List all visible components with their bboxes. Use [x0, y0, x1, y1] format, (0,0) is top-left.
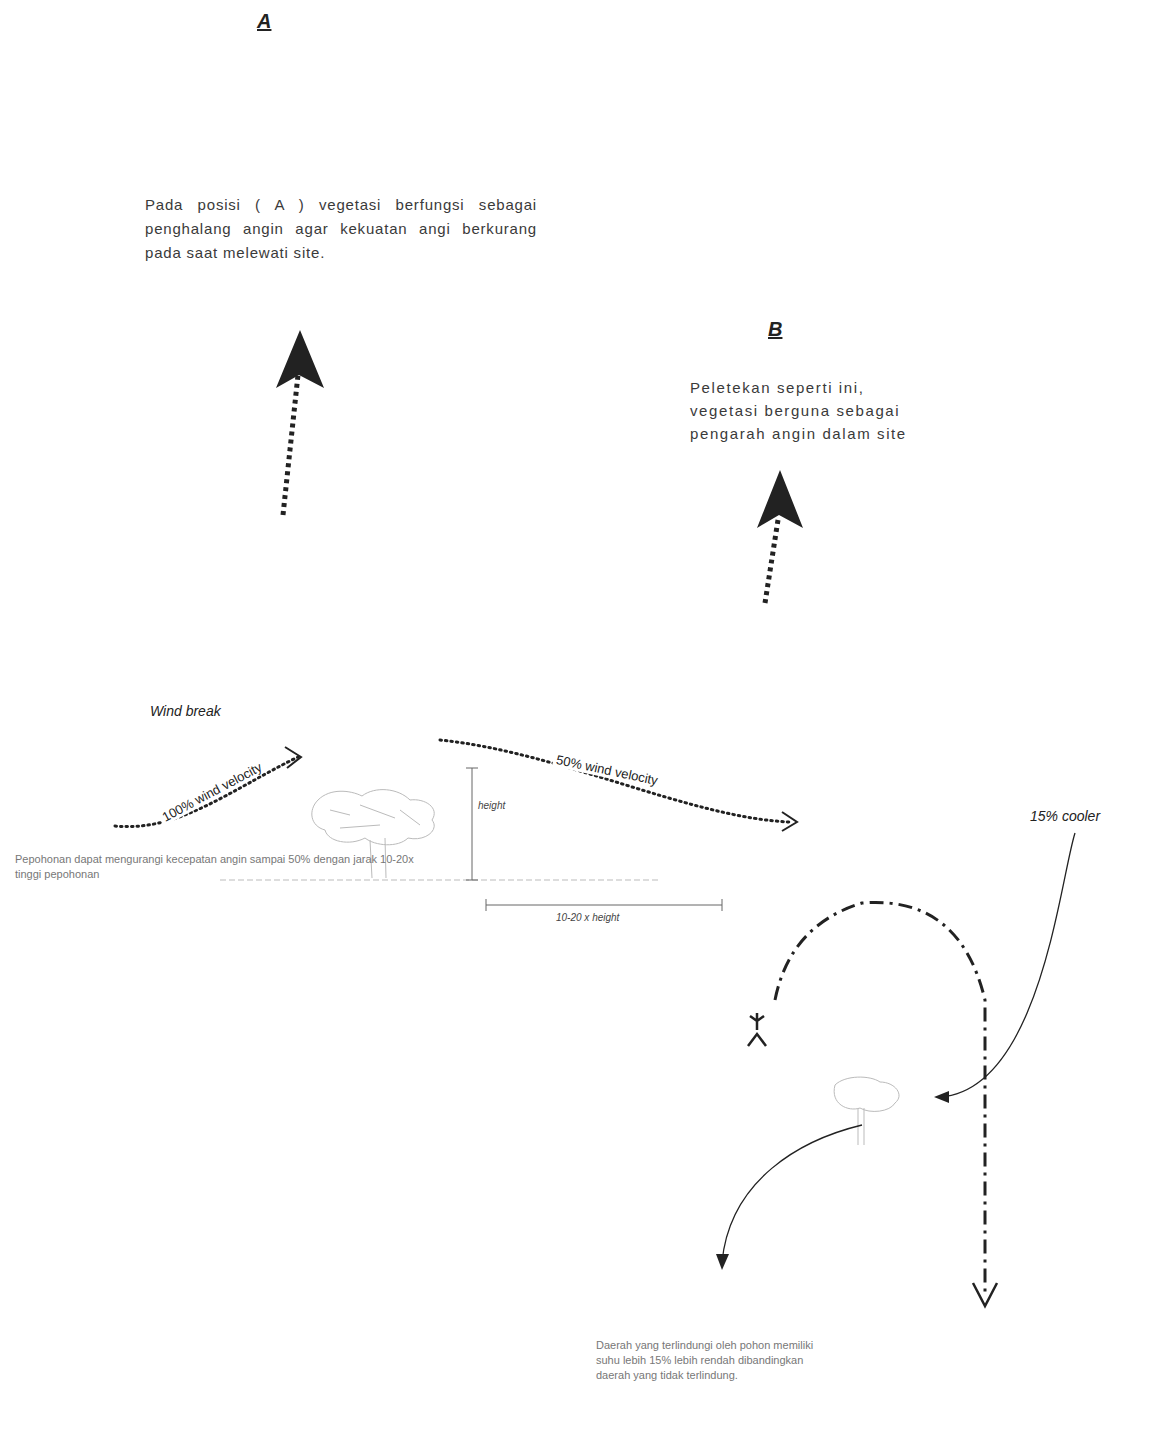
wind-arrow-head — [285, 747, 301, 768]
tree-trunk — [858, 1108, 864, 1145]
wind-curve — [115, 757, 298, 827]
wind-arrow-shaft — [283, 375, 298, 515]
callout-label: 15% cooler — [1030, 808, 1100, 824]
section-letter: A — [257, 10, 271, 33]
diagram-title: Wind break — [150, 703, 221, 719]
note-text: Daerah yang terlindungi oleh pohon memil… — [596, 1338, 818, 1383]
leader-line — [722, 1125, 862, 1262]
caption-text: Pepohonan dapat mengurangi kecepatan ang… — [15, 852, 435, 882]
leader-line — [940, 833, 1075, 1097]
wind-arrow-head — [782, 812, 797, 831]
dimension-label: 10-20 x height — [556, 912, 619, 923]
tree-branches — [330, 805, 420, 828]
note-text: Pada posisi ( A ) vegetasi berfungsi seb… — [145, 193, 537, 265]
tree-sketch — [834, 1077, 899, 1145]
dimension-label: height — [478, 800, 505, 811]
dimension-tick — [722, 899, 723, 911]
section-letter: B — [768, 318, 782, 341]
wind-arrow-head — [757, 470, 803, 528]
airflow-arrow-tail — [748, 1013, 766, 1046]
distance-dimension — [486, 905, 722, 906]
dimension-tick — [466, 768, 478, 769]
ground-line — [220, 880, 660, 881]
airflow-arrow-head — [973, 1283, 997, 1306]
height-dimension — [472, 768, 473, 880]
tree-crown — [312, 790, 434, 845]
wind-arrow-shaft — [765, 520, 778, 603]
note-text: Peletekan seperti ini, vegetasi berguna … — [690, 376, 920, 445]
leader-arrow-head — [716, 1254, 729, 1270]
wind-curve — [440, 740, 790, 822]
wind-label: 50% wind velocity — [552, 751, 662, 788]
airflow-arc — [775, 902, 985, 1292]
wind-arrow-head — [276, 330, 324, 388]
tree-crown — [834, 1077, 899, 1111]
dimension-tick — [486, 899, 487, 911]
leader-arrow-head — [934, 1091, 949, 1103]
dimension-tick — [466, 880, 478, 881]
wind-label: 100% wind velocity — [157, 758, 267, 826]
